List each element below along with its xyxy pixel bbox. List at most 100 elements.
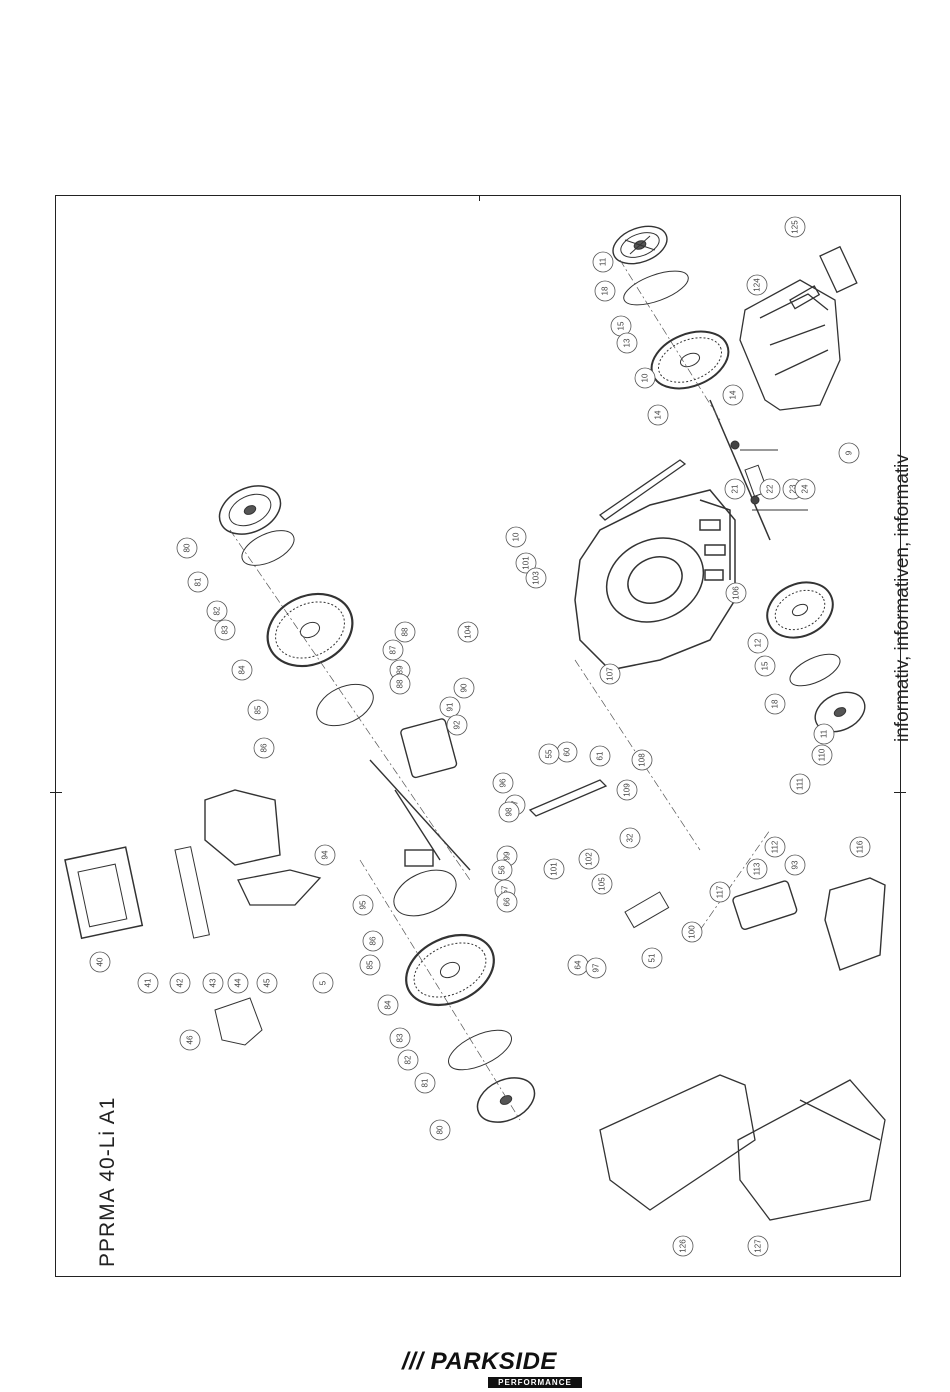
callout-label: 80 (183, 543, 192, 552)
callout-label: 86 (369, 936, 378, 945)
callout-label: 108 (638, 753, 647, 767)
clip-bracket (214, 997, 263, 1046)
frame-tick-right (894, 792, 906, 793)
part-callout: 124 (746, 274, 768, 296)
part-callout: 91 (439, 696, 461, 718)
part-callout: 125 (784, 216, 806, 238)
callout-bubble (505, 526, 527, 548)
callout-label: 125 (791, 220, 800, 234)
callout-bubble (747, 632, 769, 654)
part-callout: 10 (634, 367, 656, 389)
callout-bubble (764, 693, 786, 715)
callout-bubble (394, 621, 416, 643)
callout-label: 91 (446, 702, 455, 711)
callout-bubble (616, 779, 638, 801)
callout-bubble (838, 442, 860, 464)
callout-label: 23 (789, 484, 798, 493)
callout-bubble (389, 673, 411, 695)
grass-catcher (599, 1074, 886, 1221)
part-callout: 11 (592, 251, 614, 273)
rear-flap (64, 846, 144, 940)
callout-bubble (578, 848, 600, 870)
part-callout: 13 (616, 332, 638, 354)
callout-label: 85 (254, 705, 263, 714)
brand-wordmark: /// PARKSIDE (402, 1348, 557, 1375)
callout-bubble (491, 859, 513, 881)
callout-bubble (585, 957, 607, 979)
model-name: PPRMA 40-Li A1 (96, 1096, 119, 1267)
callout-label: 11 (820, 729, 829, 738)
wheel-left-lower (405, 933, 495, 1007)
part-callout: 60 (556, 741, 578, 763)
part-callout: 41 (137, 972, 159, 994)
callout-bubble (746, 858, 768, 880)
callout-label: 83 (221, 625, 230, 634)
wheel-cap-left-lower (476, 1077, 536, 1123)
callout-label: 10 (512, 532, 521, 541)
part-callout: 18 (594, 280, 616, 302)
callout-label: 46 (186, 1035, 195, 1044)
callout-bubble (169, 972, 191, 994)
callout-label: 13 (623, 338, 632, 347)
callout-bubble (498, 801, 520, 823)
drive-disc-upper (316, 683, 374, 727)
callout-bubble (206, 600, 228, 622)
part-callout: 44 (227, 972, 249, 994)
part-callout: 126 (672, 1235, 694, 1257)
callout-bubble (202, 972, 224, 994)
callout-bubble (849, 836, 871, 858)
callout-bubble (681, 921, 703, 943)
part-callout: 64 (567, 954, 589, 976)
part-callout: 95 (352, 894, 374, 916)
part-callout: 11 (813, 723, 835, 745)
callout-bubble (709, 881, 731, 903)
callout-bubble (362, 930, 384, 952)
part-callout: 42 (169, 972, 191, 994)
callout-bubble (784, 216, 806, 238)
part-callout: 32 (619, 827, 641, 849)
frame-tick-top (479, 195, 480, 201)
part-callout: 22 (759, 478, 781, 500)
callout-bubble (515, 552, 537, 574)
callout-label: 9 (845, 450, 854, 455)
callout-label: 15 (761, 661, 770, 670)
parkside-logo: /// PARKSIDE PERFORMANCE (400, 1348, 584, 1392)
callout-bubble (543, 858, 565, 880)
safety-lever (824, 877, 886, 971)
callout-bubble (253, 737, 275, 759)
part-callout: 86 (253, 737, 275, 759)
part-callout: 127 (747, 1235, 769, 1257)
callout-bubble (592, 251, 614, 273)
part-callout: 101 (543, 858, 565, 880)
wheel-top-right (650, 330, 730, 390)
part-callout: 88 (394, 621, 416, 643)
callout-bubble (312, 972, 334, 994)
construction-lines (229, 259, 771, 1121)
callout-label: 92 (453, 720, 462, 729)
part-callout: 106 (725, 582, 747, 604)
part-callout: 66 (496, 891, 518, 913)
callout-bubble (784, 854, 806, 876)
part-callout: 21 (724, 478, 746, 500)
callout-bubble (616, 332, 638, 354)
upper-handle-bar (598, 459, 687, 521)
part-callout: 103 (525, 567, 547, 589)
callout-bubble (813, 723, 835, 745)
rear-flap-inner (77, 863, 128, 928)
callout-label: 84 (384, 1000, 393, 1009)
callout-bubble (764, 836, 786, 858)
callout-bubble (525, 567, 547, 589)
part-callout: 110 (811, 744, 833, 766)
callout-label: 97 (592, 963, 601, 972)
callout-bubble (446, 714, 468, 736)
callout-label: 11 (599, 257, 608, 266)
callout-label: 56 (498, 865, 507, 874)
part-callout: 5 (312, 972, 334, 994)
callout-label: 87 (389, 645, 398, 654)
callout-label: 12 (754, 638, 763, 647)
callout-bubble (439, 696, 461, 718)
part-callout: 84 (231, 659, 253, 681)
part-callout: 85 (359, 954, 381, 976)
part-callout: 100 (681, 921, 703, 943)
